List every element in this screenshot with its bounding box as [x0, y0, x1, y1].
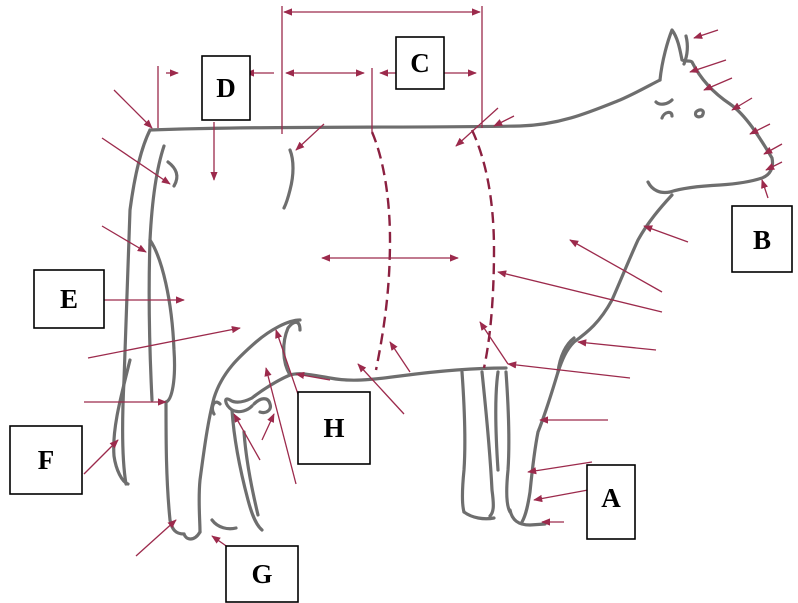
- pointer-arrows: [84, 30, 782, 556]
- svg-text:C: C: [410, 48, 430, 78]
- girth-dashed-lines: [372, 130, 494, 370]
- label-g: G: [226, 546, 298, 602]
- label-e: E: [34, 270, 104, 328]
- svg-text:H: H: [323, 413, 344, 443]
- label-h: H: [298, 392, 370, 464]
- label-b: B: [732, 206, 792, 272]
- label-a: A: [587, 465, 635, 539]
- svg-text:D: D: [216, 73, 236, 103]
- svg-text:A: A: [601, 483, 621, 513]
- svg-text:G: G: [251, 559, 272, 589]
- svg-text:E: E: [60, 284, 78, 314]
- label-c: C: [396, 37, 444, 89]
- svg-text:B: B: [753, 225, 771, 255]
- label-f: F: [10, 426, 82, 494]
- svg-text:F: F: [38, 445, 55, 475]
- label-d: D: [202, 56, 250, 120]
